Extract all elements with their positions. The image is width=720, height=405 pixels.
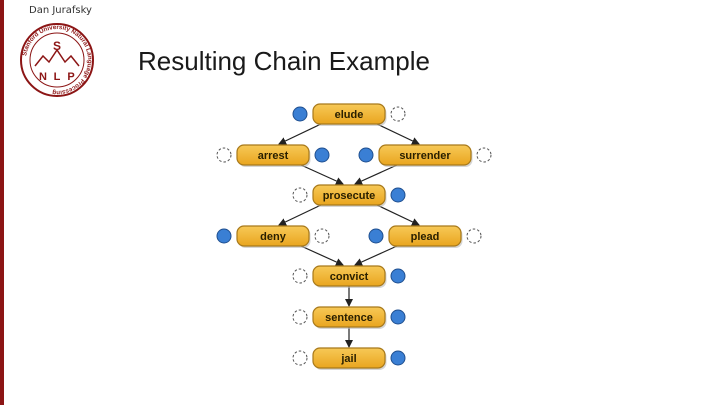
node-prosecute: prosecute [292,184,406,207]
logo-letter-n: N [39,71,47,83]
node-label: jail [340,353,356,365]
slide-title: Resulting Chain Example [138,46,430,76]
left-marker-empty [216,147,232,163]
edge-prosecute-plead [376,204,420,226]
node-label: sentence [325,312,373,324]
right-marker-empty [314,228,330,244]
logo-letter-s: S [53,39,61,53]
right-marker-filled [390,309,406,325]
node-box [312,347,386,369]
left-marker-filled [216,228,232,244]
node-box [236,225,310,247]
node-box [312,306,386,328]
left-marker-empty [292,187,308,203]
left-marker-empty [292,309,308,325]
node-label: deny [260,231,287,243]
edge-arrest-prosecute [300,164,344,185]
node-box [388,225,462,247]
node-arrest: arrest [216,144,330,167]
edge-plead-convict [354,245,398,266]
edge-elude-surrender [376,123,420,145]
right-marker-empty [390,106,406,122]
edge-surrender-prosecute [354,164,398,185]
logo-letter-l: L [54,71,61,83]
node-label: arrest [258,150,289,162]
right-marker-empty [476,147,492,163]
edge-prosecute-deny [278,204,322,226]
node-label: elude [335,109,364,121]
left-marker-filled [292,106,308,122]
node-label: prosecute [323,190,376,202]
node-box [312,103,386,125]
logo-letter-p: P [67,71,74,83]
node-convict: convict [292,265,406,288]
right-marker-filled [390,350,406,366]
node-label: plead [411,231,440,243]
left-marker-empty [292,350,308,366]
left-marker-filled [358,147,374,163]
node-label: convict [330,271,369,283]
node-box [236,144,310,166]
node-label: surrender [399,150,451,162]
node-surrender: surrender [358,144,492,167]
right-marker-empty [466,228,482,244]
left-marker-filled [368,228,384,244]
left-marker-empty [292,268,308,284]
node-elude: elude [292,103,406,126]
right-marker-filled [390,187,406,203]
edge-elude-arrest [278,123,322,145]
node-deny: deny [216,225,330,248]
edge-deny-convict [300,245,344,266]
right-marker-filled [390,268,406,284]
node-jail: jail [292,347,406,370]
node-box [312,265,386,287]
slide-accent-bar [0,0,4,405]
node-plead: plead [368,225,482,248]
author-name: Dan Jurafsky [29,5,92,16]
node-box [312,184,386,206]
stanford-nlp-logo: Stanford University Natural Language Pro… [20,23,94,97]
right-marker-filled [314,147,330,163]
node-box [378,144,472,166]
node-sentence: sentence [292,306,406,329]
